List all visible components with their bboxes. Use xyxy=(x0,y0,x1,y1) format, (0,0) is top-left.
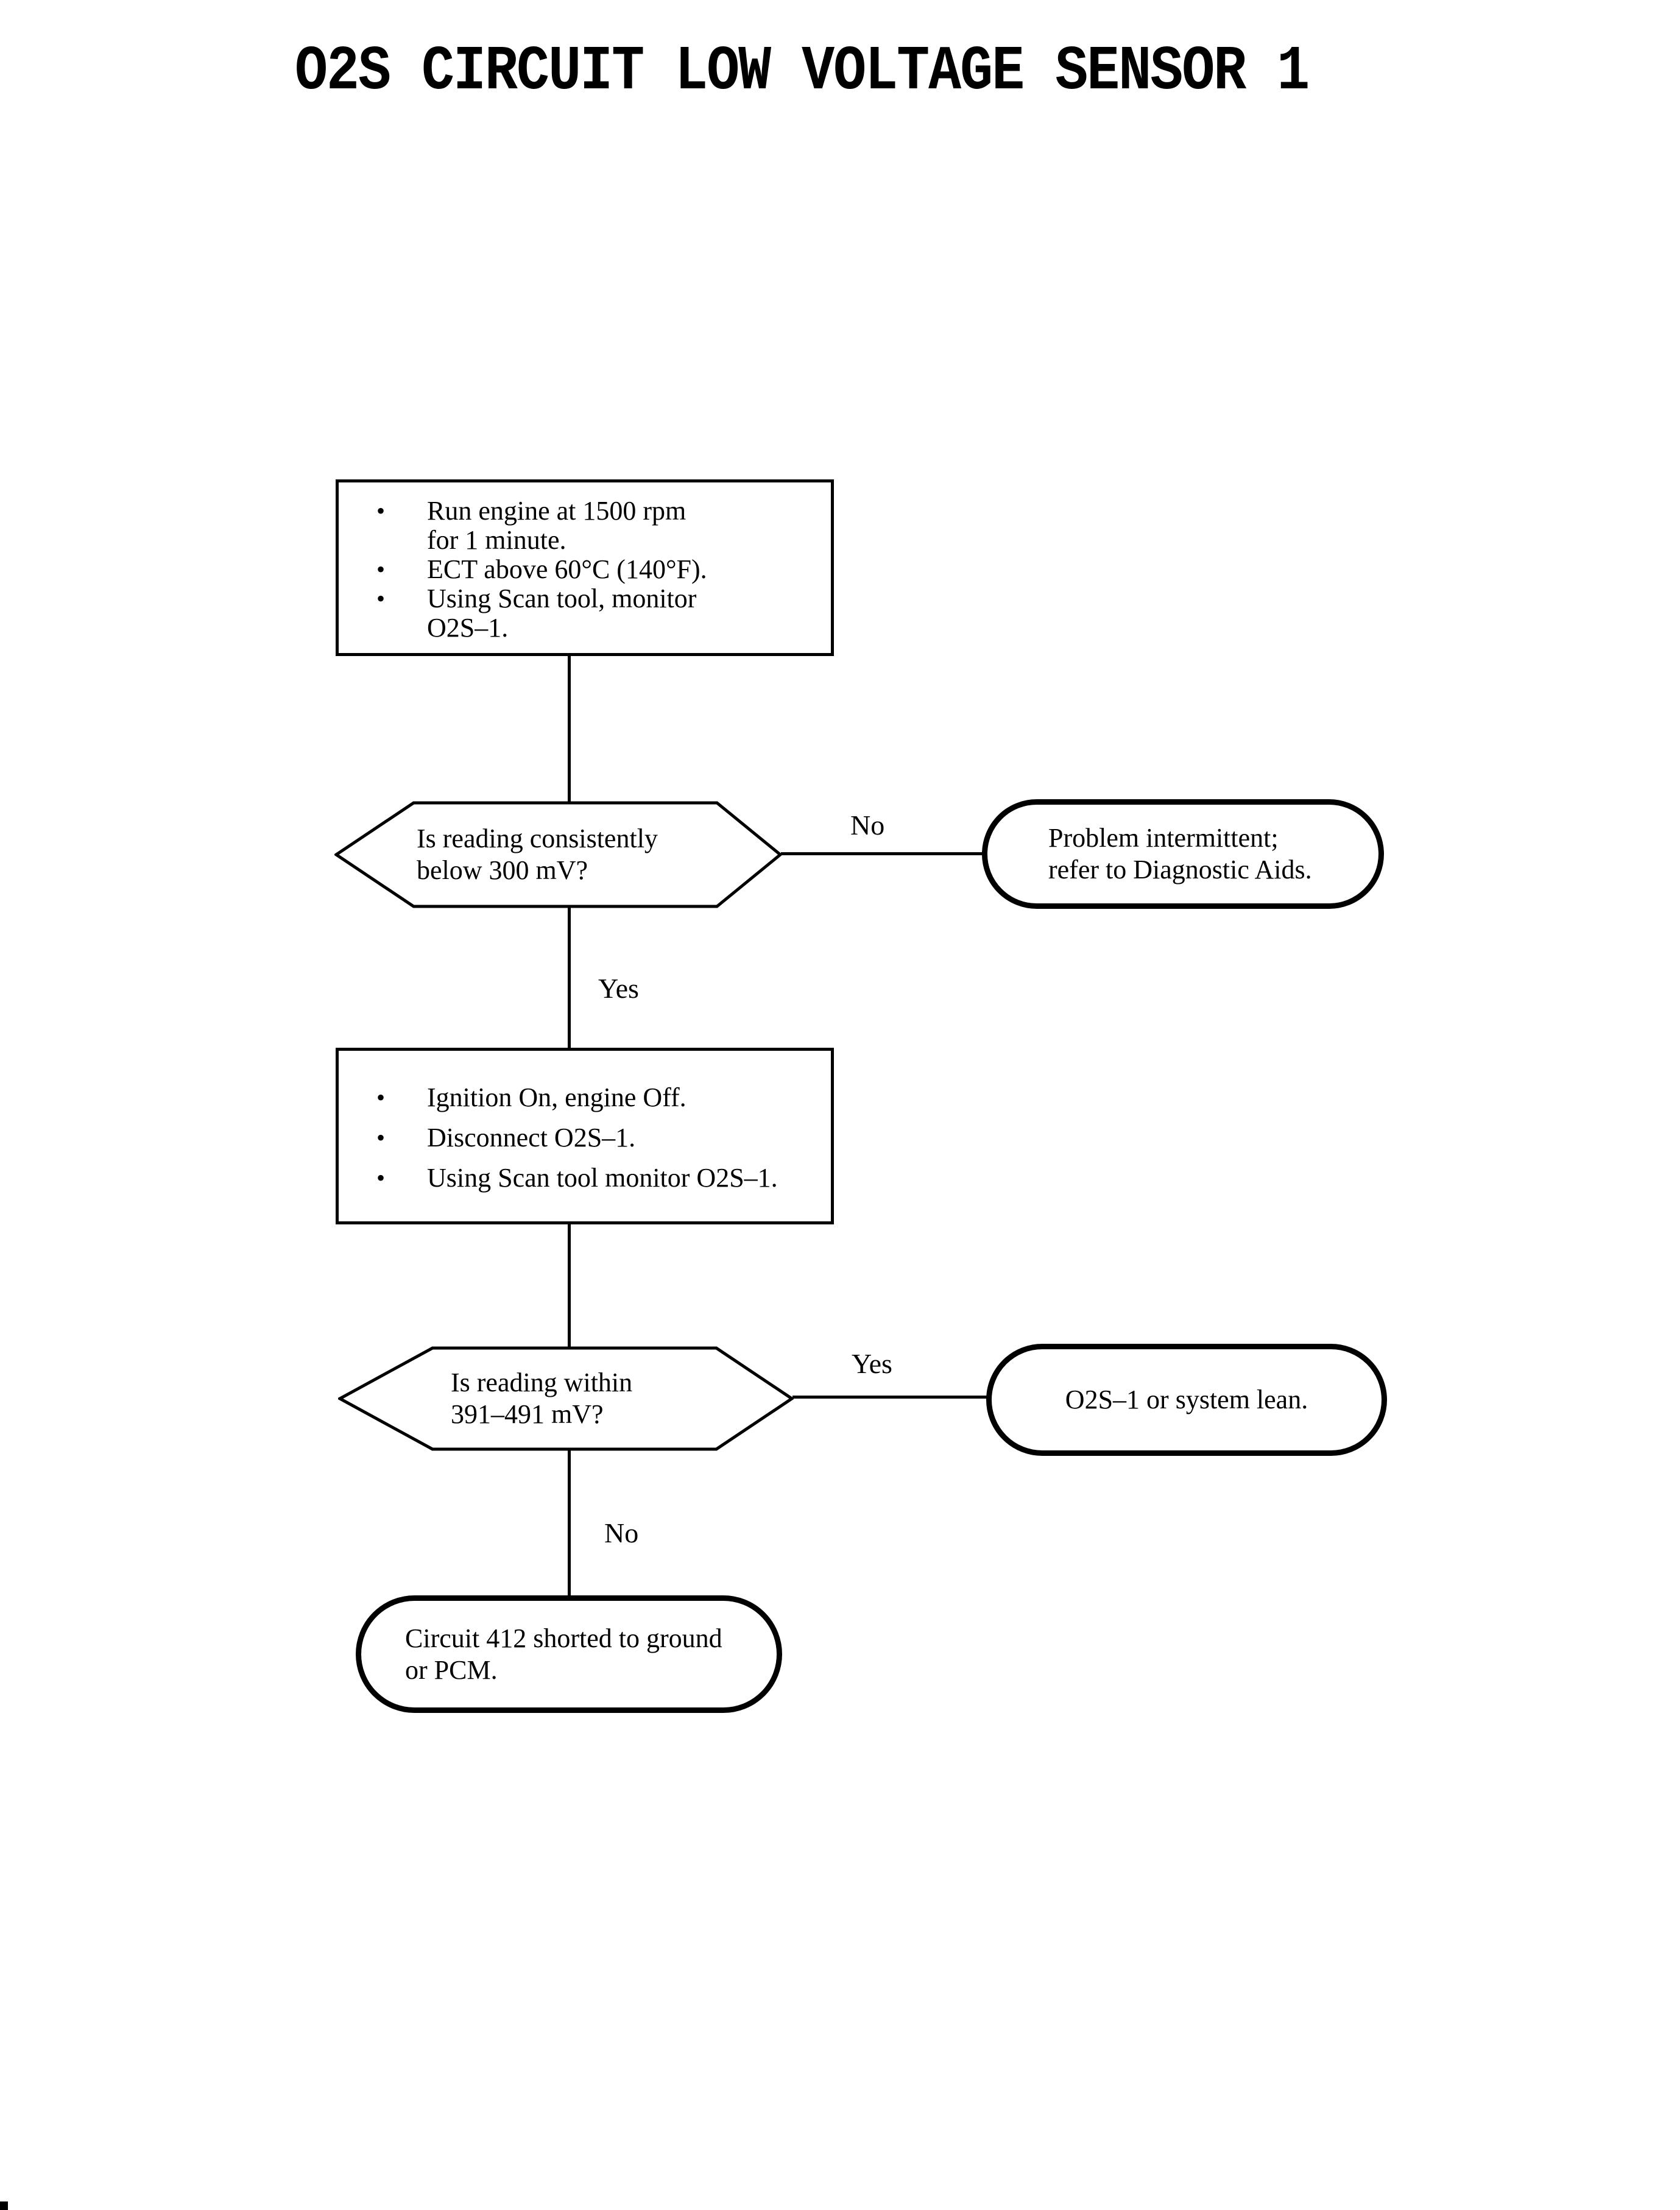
action-item-text: Ignition On, engine Off. xyxy=(427,1082,686,1112)
action-box-1: • Run engine at 1500 rpm for 1 minute. •… xyxy=(336,479,834,656)
action-item: • Run engine at 1500 rpm for 1 minute. xyxy=(339,496,831,555)
branch-label-yes: Yes xyxy=(598,973,639,1004)
hexagon-outline xyxy=(338,1346,794,1451)
scan-artifact-speck xyxy=(0,2201,8,2210)
action-item: • ECT above 60°C (140°F). xyxy=(339,555,831,584)
terminal-oval-problem-intermittent: Problem intermittent; refer to Diagnosti… xyxy=(982,799,1384,909)
connector-line xyxy=(568,1450,571,1597)
terminal-text: O2S–1 or system lean. xyxy=(1065,1385,1308,1414)
hexagon-outline xyxy=(334,801,782,908)
action-item-text: Using Scan tool monitor O2S–1. xyxy=(427,1163,778,1193)
action-item: • Disconnect O2S–1. xyxy=(339,1118,831,1158)
connector-line xyxy=(781,852,983,855)
branch-label-no: No xyxy=(850,810,885,841)
terminal-text: Problem intermittent; refer to Diagnosti… xyxy=(1048,823,1312,884)
bullet-icon: • xyxy=(376,1164,386,1191)
terminal-oval-circuit-shorted: Circuit 412 shorted to ground or PCM. xyxy=(356,1595,782,1713)
connector-line xyxy=(568,1223,571,1347)
bullet-icon: • xyxy=(376,497,386,524)
bullet-icon: • xyxy=(376,1124,386,1151)
bullet-icon: • xyxy=(376,1084,386,1111)
connector-line xyxy=(568,907,571,1049)
action-item-text: Using Scan tool, monitor O2S–1. xyxy=(427,584,697,643)
page-title: O2S CIRCUIT LOW VOLTAGE SENSOR 1 xyxy=(295,36,1310,108)
action-item: • Using Scan tool, monitor O2S–1. xyxy=(339,584,831,643)
action-box-2: • Ignition On, engine Off. • Disconnect … xyxy=(336,1048,834,1224)
bullet-icon: • xyxy=(376,585,386,612)
decision-hexagon-2: Is reading within 391–491 mV? xyxy=(338,1346,794,1451)
terminal-oval-system-lean: O2S–1 or system lean. xyxy=(986,1344,1387,1456)
action-item: • Using Scan tool monitor O2S–1. xyxy=(339,1158,831,1198)
bullet-icon: • xyxy=(376,556,386,583)
branch-label-yes: Yes xyxy=(852,1348,892,1379)
connector-line xyxy=(568,656,571,802)
action-item: • Ignition On, engine Off. xyxy=(339,1078,831,1118)
action-item-text: Run engine at 1500 rpm for 1 minute. xyxy=(427,496,686,555)
branch-label-no: No xyxy=(604,1517,639,1548)
terminal-text: Circuit 412 shorted to ground or PCM. xyxy=(405,1623,722,1685)
action-item-text: ECT above 60°C (140°F). xyxy=(427,554,707,584)
decision-question: Is reading within 391–491 mV? xyxy=(451,1368,633,1429)
connector-line xyxy=(792,1396,987,1399)
decision-hexagon-1: Is reading consistently below 300 mV? xyxy=(334,801,782,908)
action-item-text: Disconnect O2S–1. xyxy=(427,1123,636,1153)
decision-question: Is reading consistently below 300 mV? xyxy=(417,824,658,885)
